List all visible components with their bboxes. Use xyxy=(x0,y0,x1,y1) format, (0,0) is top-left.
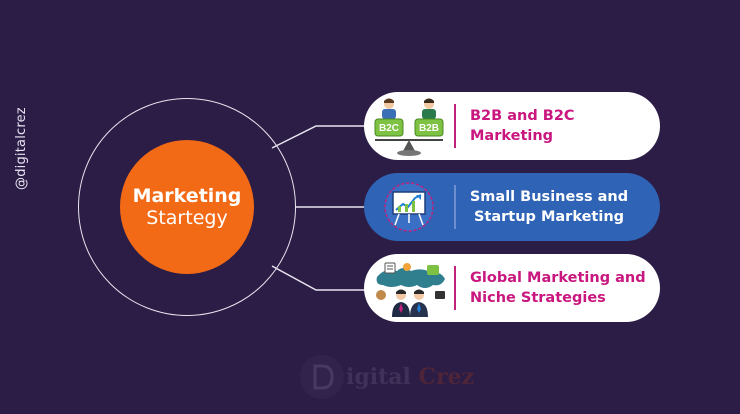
brand-logo-icon xyxy=(300,355,344,399)
card-global-marketing: Global Marketing and Niche Strategies xyxy=(364,254,660,322)
center-title-line2: Startegy xyxy=(146,207,228,229)
card-label-b2b-b2c: B2B and B2C Marketing xyxy=(470,108,575,144)
connector-top xyxy=(271,125,370,149)
center-title-line1: Marketing xyxy=(132,185,242,207)
center-circle: Marketing Startegy xyxy=(120,140,254,274)
card-divider xyxy=(454,266,456,310)
badge-right-text: B2B xyxy=(419,123,439,134)
badge-left-text: B2C xyxy=(379,123,399,134)
card-divider xyxy=(454,185,456,229)
outer-ring xyxy=(78,98,296,316)
growth-chart-board-icon xyxy=(364,173,454,241)
brand-watermark: igital Crez xyxy=(300,352,474,402)
brand-text: igital Crez xyxy=(346,364,474,390)
scale-b2b-b2c-icon: B2C B2B xyxy=(364,92,454,160)
brand-text-prefix: igital xyxy=(346,364,411,390)
card-small-business: Small Business and Startup Marketing xyxy=(364,173,660,241)
brand-text-suffix: Crez xyxy=(418,364,475,390)
card-label-small-business: Small Business and Startup Marketing xyxy=(469,189,629,225)
card-label-global-marketing: Global Marketing and Niche Strategies xyxy=(470,270,646,306)
world-map-business-icon xyxy=(364,254,454,322)
card-divider xyxy=(454,104,456,148)
connector-bottom xyxy=(271,265,370,291)
card-b2b-b2c: B2C B2B B2B and B2C Marketing xyxy=(364,92,660,160)
